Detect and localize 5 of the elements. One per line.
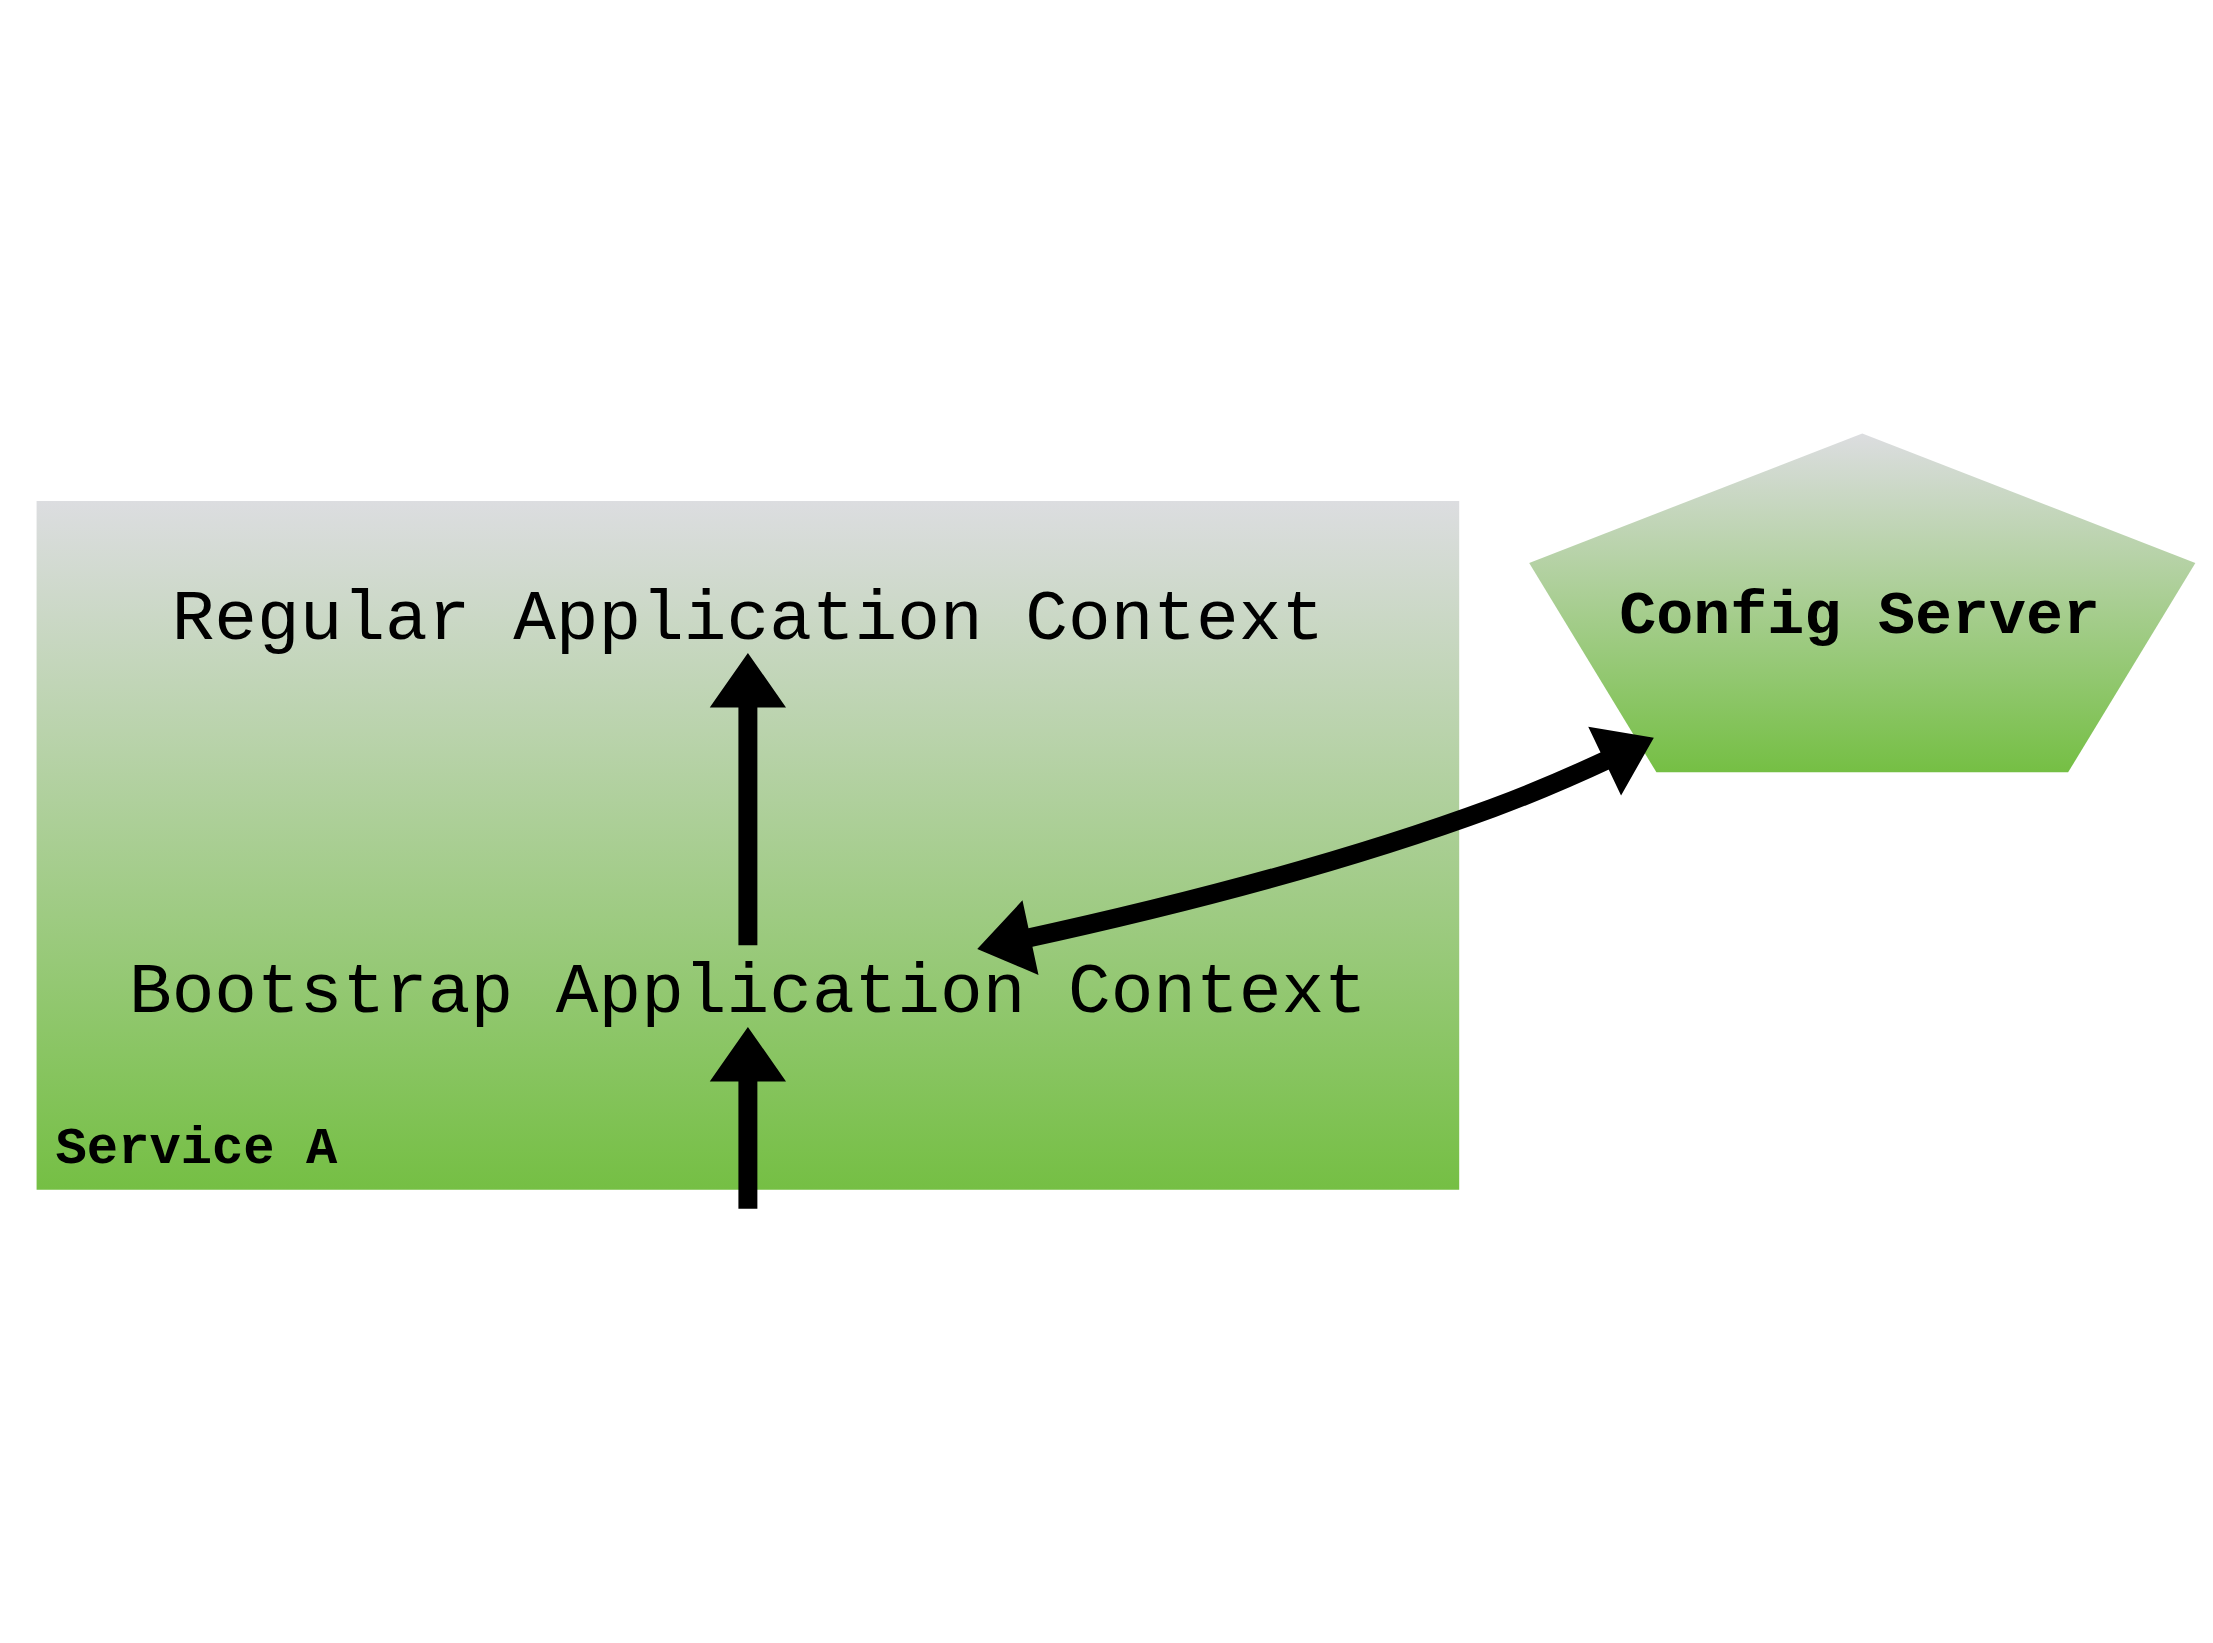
arrow [709, 652, 787, 945]
arrow [977, 726, 1654, 975]
arrow [709, 1026, 787, 1209]
node-text: Regular Application Context [171, 579, 1325, 660]
node-text: Bootstrap Application Context [129, 952, 1367, 1033]
